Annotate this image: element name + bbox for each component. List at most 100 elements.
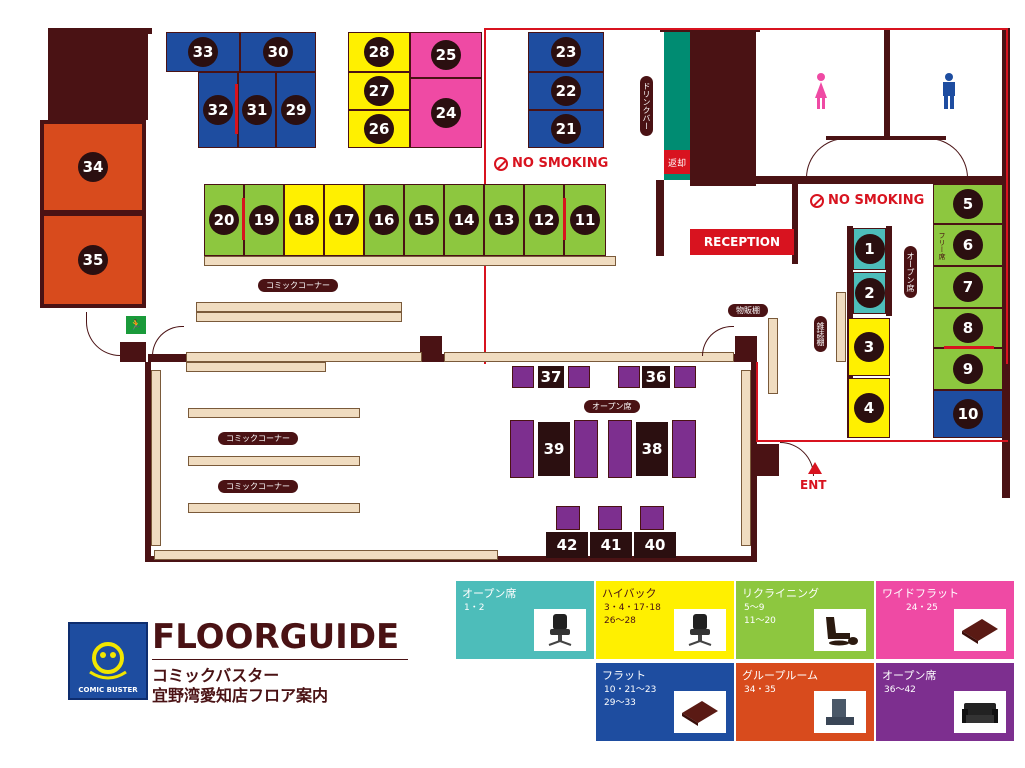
seat-19[interactable]: 19 [244,184,284,256]
seat-8[interactable]: 8 [933,308,1003,348]
sofa-chair [618,366,640,388]
seat-2[interactable]: 2 [853,272,886,314]
seat-13[interactable]: 13 [484,184,524,256]
reception-counter: RECEPTION [690,229,794,255]
wall-pillar-1 [420,336,442,362]
subtitle-store: 宜野湾愛知店フロア案内 [152,686,329,705]
entrance-arrow-icon [808,462,822,474]
seat-38[interactable]: 38 [636,422,668,476]
non-smoking-zone-outline-2 [756,362,758,442]
comic-corner-label: コミックコーナー [218,432,298,445]
seat-11[interactable]: 11 [564,184,606,256]
floor-chair-icon [814,691,866,733]
seat-33[interactable]: 33 [166,32,240,72]
sofa-chair [556,506,580,530]
seat-20[interactable]: 20 [204,184,244,256]
title-rule [152,659,408,660]
seat-1[interactable]: 1 [853,228,886,270]
seat-32[interactable]: 32 [198,72,238,148]
seat-divider [242,198,245,240]
wall-left-block [48,28,148,120]
wall-lower-right [751,362,757,562]
seat-34[interactable]: 34 [40,120,146,214]
seat-21[interactable]: 21 [528,110,604,148]
comic-corner-label: コミックコーナー [258,279,338,292]
sofa-chair [608,420,632,478]
office-chair-icon [534,609,586,651]
legend-wide-flat: ワイドフラット 24・25 [875,580,1015,660]
seat-28[interactable]: 28 [348,32,410,72]
recliner-icon [814,609,866,651]
seat-24[interactable]: 24 [410,78,482,148]
sofa-chair [672,420,696,478]
seat-41[interactable]: 41 [590,532,632,558]
seat-27[interactable]: 27 [348,72,410,110]
seat-7[interactable]: 7 [933,266,1003,308]
seat-37[interactable]: 37 [538,366,564,388]
comic-corner-label: コミックコーナー [218,480,298,493]
sofa-chair [598,506,622,530]
drink-bar-label: ドリンクバー [640,76,653,136]
seat-3[interactable]: 3 [848,318,890,376]
wall-drink-block [690,28,756,186]
return-counter: 返却 [664,150,690,174]
female-restroom-icon [812,72,830,110]
seat-17[interactable]: 17 [324,184,364,256]
comic-shelf [188,456,360,466]
magazine-shelf-label: 雑誌棚 [814,316,827,352]
seat-25[interactable]: 25 [410,32,482,78]
open-seat-label: オープン席 [904,246,917,298]
seat-15[interactable]: 15 [404,184,444,256]
entrance-label: ENT [800,478,827,492]
seat-10[interactable]: 10 [933,390,1003,438]
seat-4[interactable]: 4 [848,378,890,438]
comic-shelf [444,352,734,362]
comic-buster-logo: COMIC BUSTER [68,622,148,700]
comic-shelf [188,503,360,513]
open-seat-label: オープン席 [584,400,640,413]
seat-39[interactable]: 39 [538,422,570,476]
restroom-wall [826,136,946,140]
seat-35[interactable]: 35 [40,212,146,308]
seat-5[interactable]: 5 [933,184,1003,224]
legend-group-room: グループルーム 34・35 [735,662,875,742]
sofa-chair [568,366,590,388]
no-smoking-sign: NO SMOKING [494,156,608,171]
non-smoking-zone-outline-3 [756,440,1008,442]
seat-18[interactable]: 18 [284,184,324,256]
seat-divider [944,346,994,349]
seat-22[interactable]: 22 [528,72,604,110]
sofa-chair [510,420,534,478]
wall-pillar-4 [757,444,779,476]
comic-shelf [196,302,402,312]
seat-29[interactable]: 29 [276,72,316,148]
sofa-chair [574,420,598,478]
comic-shelf [151,370,161,546]
seat-16[interactable]: 16 [364,184,404,256]
seat-14[interactable]: 14 [444,184,484,256]
seat-42[interactable]: 42 [546,532,588,558]
no-smoking-icon [810,193,824,208]
seat-40[interactable]: 40 [634,532,676,558]
sofa-chair [674,366,696,388]
seat-36[interactable]: 36 [642,366,670,388]
no-smoking-icon [494,156,508,171]
seat-6[interactable]: 6 [933,224,1003,266]
legend-open-seat-sofa: オープン席 36〜42 [875,662,1015,742]
flat-mat-icon [674,691,726,733]
subtitle-brand: コミックバスター [152,666,280,685]
seat-31[interactable]: 31 [238,72,276,148]
legend-flat: フラット 10・21〜23 29〜33 [595,662,735,742]
seat-30[interactable]: 30 [240,32,316,72]
seat-9[interactable]: 9 [933,348,1003,390]
seat-23[interactable]: 23 [528,32,604,72]
male-restroom-icon [940,72,958,110]
comic-shelf [186,352,422,362]
sofa-chair [640,506,664,530]
emergency-exit-icon: 🏃 [126,316,146,334]
free-seat-label: フリー席 [938,232,946,260]
legend-high-back: ハイバック 3・4・17･18 26〜28 [595,580,735,660]
wall-pillar-3 [120,342,146,362]
seat-26[interactable]: 26 [348,110,410,148]
seat-12[interactable]: 12 [524,184,564,256]
